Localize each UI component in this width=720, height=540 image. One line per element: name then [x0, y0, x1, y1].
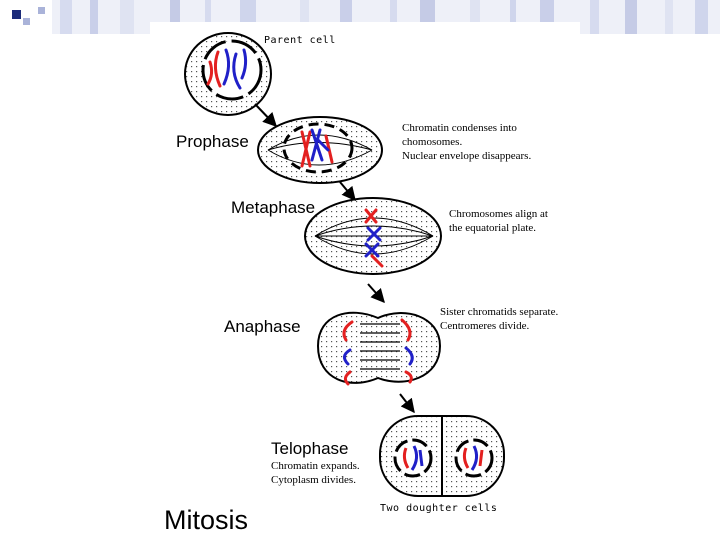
prophase-label: Prophase [176, 132, 249, 151]
parent-chromatin [206, 48, 248, 90]
header-stripe-bar [12, 0, 720, 40]
prophase-note-2: chomosomes. [402, 136, 463, 148]
anaphase-notes: Sister chromatids separate. Centromeres … [440, 305, 558, 333]
arrow-parent-to-prophase [254, 103, 277, 128]
metaphase-cell [304, 197, 442, 275]
arrow-anaphase-to-telophase [399, 393, 415, 414]
metaphase-label: Metaphase [231, 198, 316, 217]
metaphase-spindle [314, 217, 434, 255]
metaphase-note-2: the equatorial plate. [449, 222, 537, 234]
corner-square-light [23, 18, 30, 25]
prophase-notes: Chromatin condenses into chomosomes. Nuc… [402, 121, 531, 163]
page-title: Mitosis [164, 505, 249, 535]
telophase-note-1: Chromatin expands. [271, 460, 360, 472]
corner-square-navy [12, 10, 21, 19]
corner-square-light-2 [38, 7, 45, 14]
telophase-note-2: Cytoplasm divides. [271, 474, 356, 486]
anaphase-label: Anaphase [224, 317, 301, 336]
prophase-note-1: Chromatin condenses into [402, 122, 517, 134]
telophase-cells [379, 415, 505, 497]
anaphase-chromosomes [342, 318, 414, 386]
anaphase-cell [316, 311, 442, 386]
prophase-note-3: Nuclear envelope disappears. [402, 150, 532, 162]
daughter-cell-left [393, 438, 433, 478]
metaphase-notes: Chromosomes align at the equatorial plat… [449, 207, 548, 235]
anaphase-note-1: Sister chromatids separate. [440, 306, 559, 318]
arrow-prophase-to-metaphase [339, 181, 356, 202]
anaphase-note-2: Centromeres divide. [440, 320, 530, 332]
parent-cell [184, 32, 272, 116]
prophase-chromosomes [300, 128, 334, 168]
metaphase-note-1: Chromosomes align at [449, 208, 548, 220]
arrow-metaphase-to-anaphase [367, 283, 385, 304]
telophase-notes: Chromatin expands. Cytoplasm divides. [271, 459, 360, 487]
prophase-cell [257, 116, 383, 184]
parent-cell-label: Parent cell [264, 35, 336, 46]
daughter-cells-label: Two doughter cells [380, 503, 498, 514]
telophase-label: Telophase [271, 439, 349, 458]
daughter-cell-right [454, 438, 494, 478]
metaphase-chromosomes [364, 208, 384, 268]
anaphase-spindle [360, 323, 400, 370]
stage-arrows [254, 103, 415, 414]
